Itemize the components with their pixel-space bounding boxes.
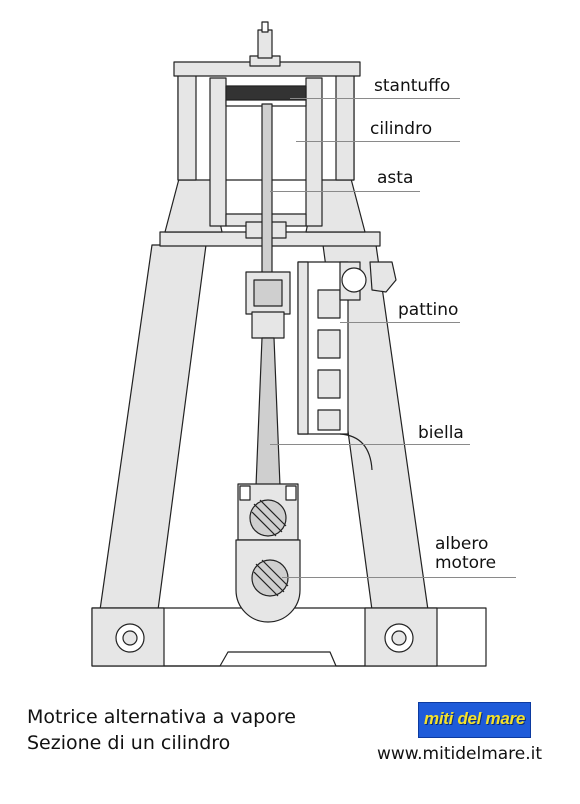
leader-asta [270, 191, 420, 192]
leader-pattino [340, 322, 460, 323]
label-biella: biella [418, 423, 464, 443]
label-asta: asta [377, 168, 414, 188]
miti-del-mare-logo: miti del mare [418, 702, 531, 738]
leader-biella [270, 444, 470, 445]
label-cilindro: cilindro [370, 119, 433, 139]
label-motore: motore [435, 553, 497, 573]
piston-rod [261, 103, 273, 277]
valve-fitting [369, 261, 397, 293]
website-url: www.mitidelmare.it [377, 744, 543, 764]
logo-text: miti del mare [424, 709, 525, 728]
caption-title: Motrice alternativa a vapore [27, 706, 296, 728]
label-pattino: pattino [398, 300, 459, 320]
leader-stantuffo [290, 98, 460, 99]
leader-albero-motore [282, 577, 516, 578]
connecting-rod [255, 337, 281, 487]
caption-subtitle: Sezione di un cilindro [27, 732, 231, 754]
left-frame-leg [99, 244, 207, 611]
label-albero: albero [435, 534, 489, 554]
label-stantuffo: stantuffo [374, 76, 451, 96]
caption: Motrice alternativa a vapore Sezione di … [27, 704, 296, 756]
leader-cilindro [296, 141, 460, 142]
